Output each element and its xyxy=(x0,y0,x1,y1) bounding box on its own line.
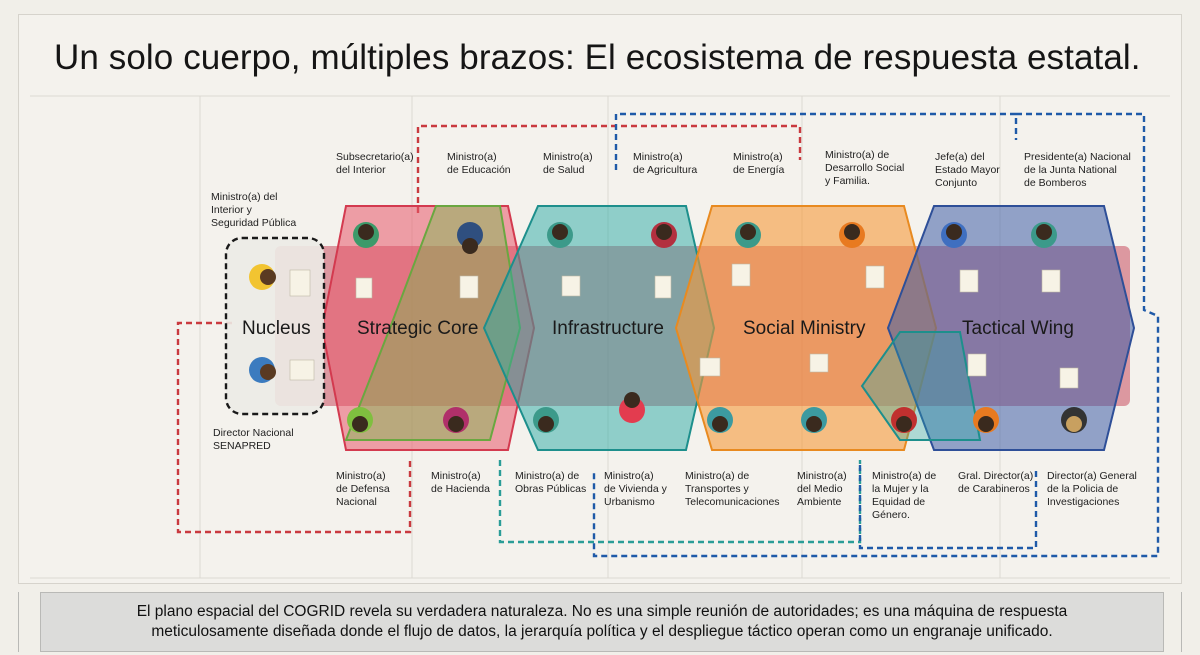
role-label: Jefe(a) del Estado Mayor Conjunto xyxy=(935,151,1000,189)
role-label: Ministro(a) de Salud xyxy=(543,151,593,176)
role-label: Ministro(a) del Medio Ambiente xyxy=(797,470,847,508)
page-title: Un solo cuerpo, múltiples brazos: El eco… xyxy=(54,38,1141,77)
role-label: Subsecretario(a) del Interior xyxy=(336,151,414,176)
zone-label-tactical-wing: Tactical Wing xyxy=(962,318,1074,339)
red-link-top xyxy=(416,124,802,213)
infrastructure-zone xyxy=(482,205,716,451)
blue-link-mid xyxy=(858,465,1038,550)
role-label: Ministro(a) de Transportes y Telecomunic… xyxy=(685,470,780,508)
role-label: Ministro(a) de Agricultura xyxy=(633,151,698,176)
footer-right-rule xyxy=(1181,592,1182,652)
tactical-teal-overlap xyxy=(860,331,982,441)
strategic-core-green xyxy=(344,205,522,441)
role-label: Presidente(a) Nacional de la Junta Natio… xyxy=(1024,151,1131,189)
role-label: Ministro(a) de Desarrollo Social y Famil… xyxy=(825,149,905,187)
role-label: Ministro(a) de Obras Públicas xyxy=(515,470,587,495)
role-label: Ministro(a) de Educación xyxy=(447,151,511,176)
zone-label-infrastructure: Infrastructure xyxy=(552,318,664,339)
footer-left-rule xyxy=(18,592,19,652)
tactical-wing-zone xyxy=(886,205,1136,451)
role-label: Ministro(a) de Hacienda xyxy=(431,470,490,495)
role-label: Ministro(a) de la Mujer y la Equidad de … xyxy=(872,470,937,521)
zone-label-nucleus: Nucleus xyxy=(242,318,311,339)
caption-box: El plano espacial del COGRID revela su v… xyxy=(40,592,1164,652)
role-label: Gral. Director(a) de Carabineros xyxy=(958,470,1034,495)
role-label: Director Nacional SENAPRED xyxy=(213,427,294,452)
table-documents xyxy=(289,263,1079,389)
zone-label-strategic-core: Strategic Core xyxy=(357,318,479,339)
role-label: Ministro(a) de Energía xyxy=(733,151,785,176)
blue-link-top xyxy=(592,112,1160,558)
red-link-bottom xyxy=(176,321,412,534)
role-label: Ministro(a) de Vivienda y Urbanismo xyxy=(604,470,667,508)
caption-text: El plano espacial del COGRID revela su v… xyxy=(136,603,1068,640)
participant-figures xyxy=(249,222,1087,433)
zone-label-social-ministry: Social Ministry xyxy=(743,318,866,339)
role-label: Ministro(a) de Defensa Nacional xyxy=(336,470,390,508)
role-label: Director(a) General de la Policia de Inv… xyxy=(1047,470,1137,508)
role-label: Ministro(a) del Interior y Seguridad Púb… xyxy=(211,191,297,229)
